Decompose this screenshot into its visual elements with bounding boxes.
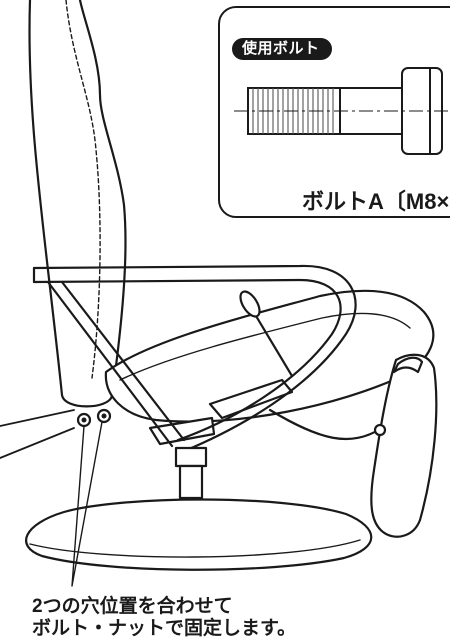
mechanism-plate [208,378,294,420]
recline-lever [248,304,294,378]
pedestal-collar [174,446,208,468]
caption-pointer-lines [71,421,103,587]
bolt-detail-panel: 使用ボルト [218,6,450,218]
caption-line-2: ボルト・ナットで固定します。 [32,618,297,639]
lever-knob [239,290,261,318]
caption-line-1: 2つの穴位置を合わせて [32,596,233,617]
seat-cushion-seam [119,312,411,381]
pedestal-column [178,464,204,500]
instruction-caption: 2つの穴位置を合わせて ボルト・ナットで固定します。 [32,596,296,640]
leg-rest [370,353,438,538]
bolt-tag-label: 使用ボルト [232,38,332,60]
backrest [28,0,127,408]
backrest-seam [65,0,101,379]
mechanism-pivot [373,423,387,437]
mechanism-link [268,408,384,440]
zoom-callout-wedge [0,409,75,459]
leg-rest-strap [392,356,424,374]
armrest-frame-outer [32,264,357,454]
armrest-frame-inner [32,278,342,442]
base-plate-edge [29,539,361,558]
bolt-a-illustration [234,67,450,155]
bolt-a-label: ボルトA〔M8× [302,189,450,214]
frame-front-leg-outer [46,280,174,448]
frame-front-leg-inner [60,280,186,442]
